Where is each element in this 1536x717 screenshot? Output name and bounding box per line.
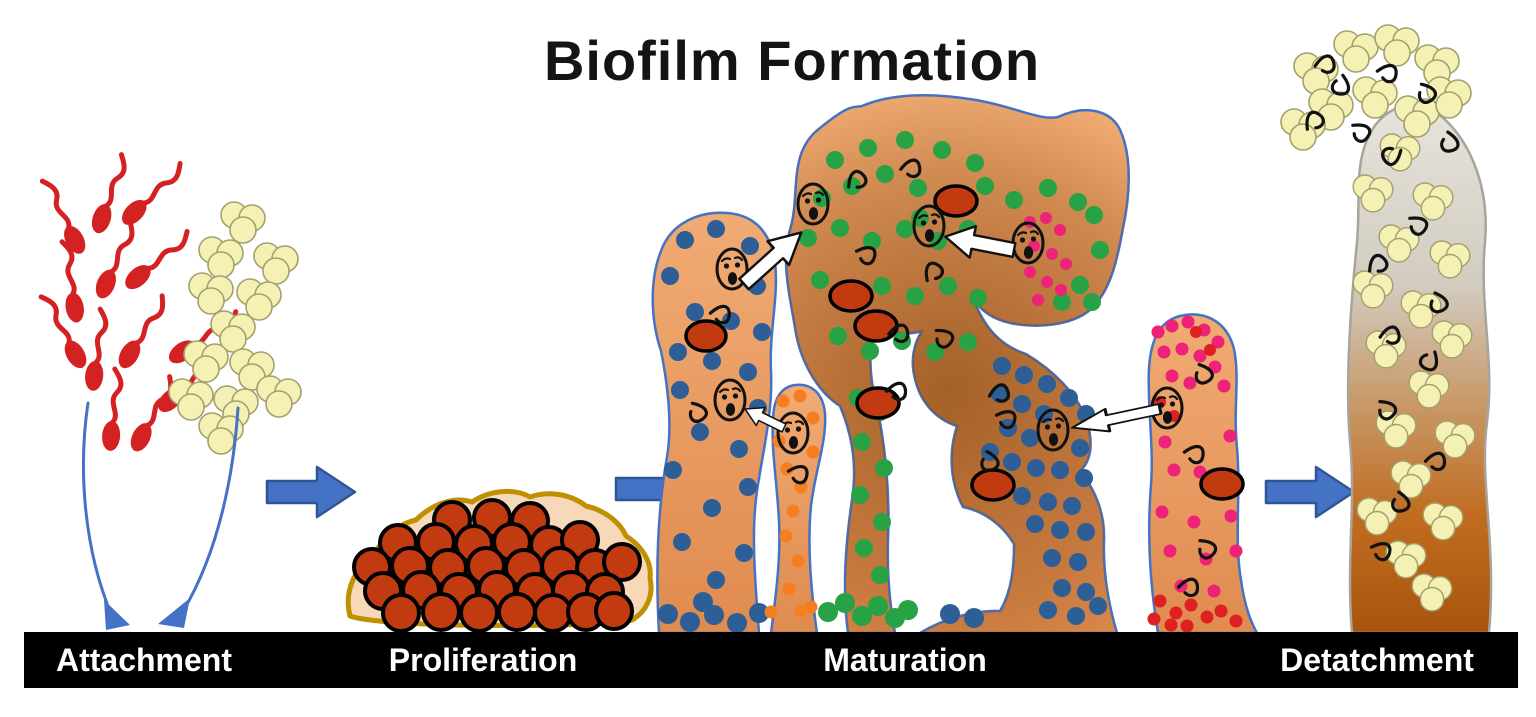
- surface-bar: [24, 632, 1518, 688]
- page-title: Biofilm Formation: [543, 29, 1041, 92]
- microcolony-tower-blue: [651, 211, 778, 635]
- stage-label-detachment: Detatchment: [1280, 642, 1474, 678]
- mushroom-shading: [786, 95, 1129, 633]
- red-oval-cells: [684, 184, 1245, 502]
- orange-cell-dots: [764, 389, 820, 619]
- pink-cell-dots: [1024, 212, 1243, 633]
- colony-cells: [352, 498, 642, 633]
- blue-cell-dots: [658, 220, 1107, 633]
- stage-detachment: [1280, 24, 1493, 635]
- stage-arrow-icon: [265, 465, 357, 519]
- settling-arrows: [82, 401, 240, 630]
- planktonic-cocci: [168, 201, 302, 455]
- stage-maturation: [651, 93, 1259, 635]
- stage-label-proliferation: Proliferation: [388, 642, 578, 678]
- stage-arrow-icon: [1264, 465, 1356, 519]
- stage-attachment: [34, 152, 302, 630]
- stage-label-maturation: Maturation: [823, 642, 987, 678]
- proliferation-colony: [345, 488, 654, 633]
- stage-label-attachment: Attachment: [55, 642, 233, 678]
